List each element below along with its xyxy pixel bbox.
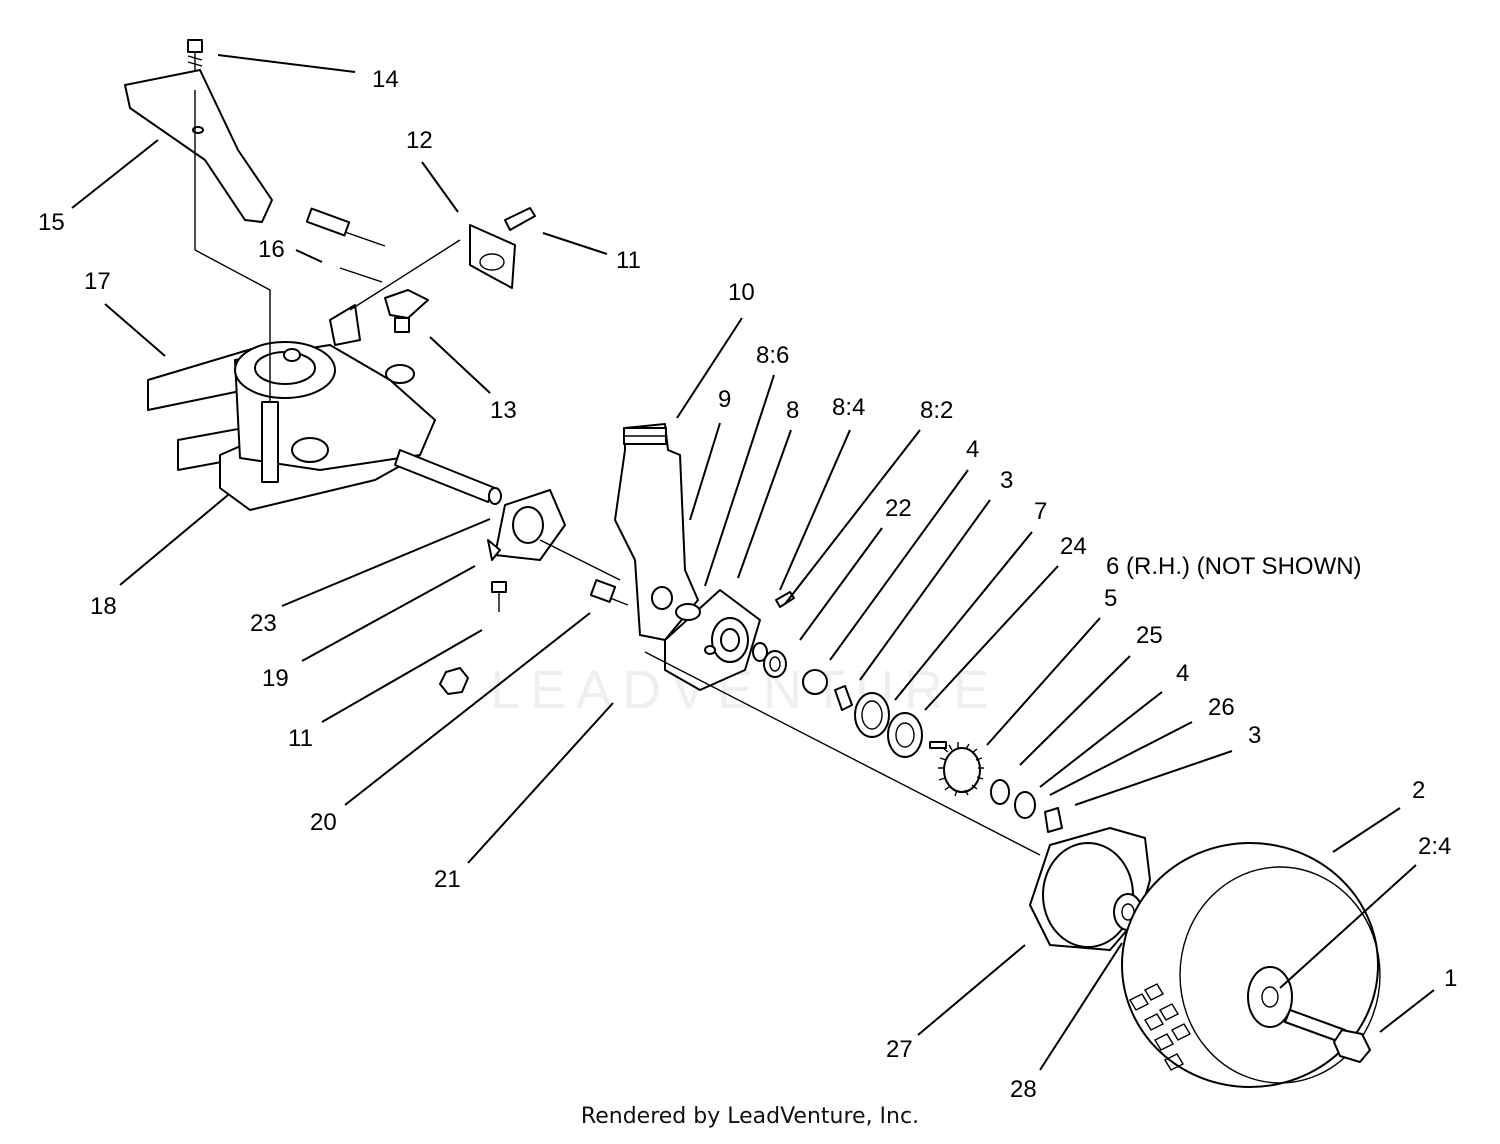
bolt-part [187, 39, 203, 70]
callout-15: 15 [38, 209, 65, 236]
axis-line [644, 651, 1041, 856]
callout-3-top: 3 [1000, 467, 1013, 494]
callout-21: 21 [434, 866, 461, 893]
height-bolt-part [589, 579, 629, 606]
spacer-part [802, 669, 828, 695]
callout-8-6: 8:6 [756, 342, 789, 369]
callout-8: 8 [786, 397, 799, 424]
callout-11-bottom: 11 [288, 725, 313, 752]
bearing-bracket-part [487, 489, 566, 561]
callout-4-top: 4 [966, 436, 979, 463]
callout-4-bottom: 4 [1176, 660, 1189, 687]
cable-bracket-part [469, 224, 516, 289]
callout-2: 2 [1412, 777, 1425, 804]
wheel-spacer-part [1014, 791, 1036, 819]
callout-17: 17 [84, 268, 111, 295]
callout-10: 10 [728, 279, 755, 306]
handle-bracket-part [124, 69, 273, 223]
callout-2-4: 2:4 [1418, 833, 1451, 860]
bearing-part [887, 712, 923, 758]
callout-19: 19 [262, 665, 289, 692]
wheel-clip-part [1044, 807, 1063, 833]
callout-12: 12 [406, 127, 433, 154]
wheel-cover-part [1029, 827, 1151, 951]
wheel-bracket-part [664, 589, 761, 691]
callout-8-2: 8:2 [920, 397, 953, 424]
footer-credit: Rendered by LeadVenture, Inc. [580, 1104, 920, 1129]
nut-part [439, 667, 469, 695]
callout-13: 13 [490, 397, 517, 424]
height-lever-part [614, 423, 699, 641]
callout-24: 24 [1060, 533, 1087, 560]
callout-28: 28 [1010, 1076, 1037, 1103]
axle-bolt-part [1284, 1009, 1371, 1063]
callout-6-not-shown: 6 (R.H.) (NOT SHOWN) [1106, 553, 1362, 580]
callout-23: 23 [250, 610, 277, 637]
cable-end-part [305, 207, 386, 283]
callout-16: 16 [258, 236, 285, 263]
bracket-bolt-part [491, 581, 507, 612]
screw-part [775, 591, 795, 608]
callout-1: 1 [1444, 965, 1457, 992]
pinion-gear-part [938, 742, 984, 797]
wheel-washer-part [990, 779, 1010, 805]
callout-8-4: 8:4 [832, 394, 865, 421]
callout-11-top: 11 [616, 247, 641, 274]
axle-shaft-part [394, 449, 496, 503]
callout-5: 5 [1104, 585, 1117, 612]
washer-part [752, 642, 768, 662]
callout-20: 20 [310, 809, 337, 836]
key-part [929, 741, 947, 749]
callout-25: 25 [1136, 622, 1163, 649]
callout-7: 7 [1034, 498, 1047, 525]
callout-14: 14 [372, 66, 399, 93]
callout-27: 27 [886, 1036, 913, 1063]
callout-18: 18 [90, 593, 117, 620]
callout-3-bottom: 3 [1248, 722, 1261, 749]
leader-lines [71, 54, 1435, 1071]
callout-22: 22 [885, 495, 912, 522]
callout-9: 9 [718, 386, 731, 413]
ring-part [854, 692, 890, 738]
fitting-part [384, 289, 429, 384]
transmission-part [194, 90, 461, 511]
clip-part [834, 685, 853, 711]
callout-26: 26 [1208, 694, 1235, 721]
